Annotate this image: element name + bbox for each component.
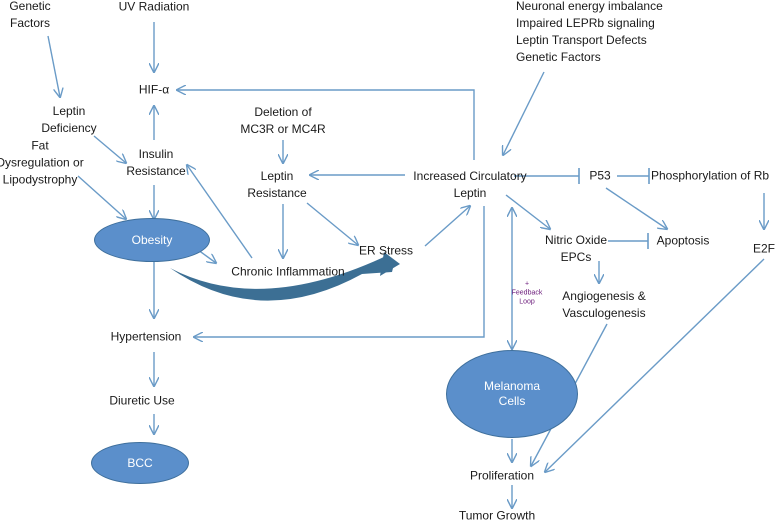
node-text: Increased Circulatory	[413, 169, 527, 183]
node-text: BCC	[127, 455, 153, 470]
node-text: Apoptosis	[656, 233, 710, 248]
node-text: Fat	[31, 138, 49, 153]
node-text: MC3R or MC4R	[240, 122, 326, 136]
node-text: UV Radiation	[118, 0, 190, 14]
node-text: HIF-α	[138, 82, 170, 97]
node-text: Nitric Oxide	[544, 233, 608, 247]
node-text: Resistance	[247, 186, 307, 200]
node-p53: P53	[589, 168, 610, 185]
curved-arrow-head	[380, 252, 400, 276]
node-text: Factors	[9, 16, 51, 30]
edge-fat-to-obesity	[77, 175, 126, 219]
note-text: Loop	[519, 298, 535, 306]
node-leptin-deficiency: Leptin Deficiency	[41, 103, 96, 137]
node-diuretic-use: Diuretic Use	[109, 393, 174, 410]
node-uv-radiation: UV Radiation	[119, 0, 190, 16]
node-text: Diuretic Use	[109, 393, 175, 408]
edge-upstream-to-leptin	[503, 71, 545, 155]
node-text: Neuronal energy imbalance	[516, 0, 663, 13]
feedback-loop-note: + Feedback Loop	[512, 280, 543, 307]
edge-leptin-to-hypertension	[194, 206, 485, 337]
node-leptin-resistance: Leptin Resistance	[247, 168, 306, 202]
node-text: Melanoma	[483, 379, 541, 393]
node-text: E2F	[752, 241, 775, 256]
node-phosphorylation-rb: Phosphorylation of Rb	[651, 168, 769, 185]
edge-leptin-to-hif	[177, 90, 475, 160]
node-nitric-oxide: Nitric Oxide EPCs	[545, 232, 607, 266]
node-text: Chronic Inflammation	[231, 264, 345, 279]
node-text: Hypertension	[110, 329, 182, 344]
node-text: Angiogenesis &	[562, 289, 646, 303]
node-text: Phosphorylation of Rb	[650, 168, 770, 183]
node-genetic-factors-left: Genetic Factors	[9, 0, 50, 32]
edge-p53-to-apoptosis	[605, 187, 667, 229]
node-hypertension: Hypertension	[111, 329, 182, 346]
node-text-group: Melanoma Cells	[484, 379, 540, 409]
node-e2f: E2F	[753, 241, 775, 258]
node-tumor-growth: Tumor Growth	[459, 508, 535, 525]
note-text: +	[524, 280, 530, 288]
edge-er-stress-to-leptin	[424, 206, 470, 247]
edge-leptin-resistance-to-er-stress	[306, 202, 358, 245]
node-text: Tumor Growth	[458, 508, 536, 523]
node-angiogenesis: Angiogenesis & Vasculogenesis	[562, 288, 645, 322]
node-hif-alpha: HIF-α	[139, 82, 169, 99]
note-text: Feedback	[511, 289, 543, 297]
node-text: Insulin	[138, 147, 174, 161]
node-text: Obesity	[131, 232, 173, 247]
edge-genetic-to-leptin-deficiency	[47, 35, 60, 97]
node-proliferation: Proliferation	[470, 468, 534, 485]
node-text: Genetic	[9, 0, 51, 13]
node-text: Cells	[498, 394, 526, 408]
node-apoptosis: Apoptosis	[657, 233, 710, 250]
node-text: ER Stress	[358, 243, 414, 258]
node-deletion-mc3r-mc4r: Deletion of MC3R or MC4R	[240, 104, 325, 138]
node-increased-circulatory-leptin: Increased Circulatory Leptin	[413, 168, 526, 202]
edge-inflammation-to-insulin	[187, 165, 253, 259]
node-text: Impaired LEPRb signaling	[516, 16, 655, 30]
node-text: Deficiency	[41, 121, 97, 135]
node-er-stress: ER Stress	[359, 243, 413, 260]
node-text: Lipodystrophy	[2, 172, 78, 187]
node-bcc: BCC	[91, 442, 189, 484]
node-text: Leptin Transport Defects	[516, 33, 647, 47]
node-obesity: Obesity	[94, 218, 210, 262]
curved-arrow-obesity-to-er-stress	[170, 256, 394, 301]
node-text: Leptin	[453, 186, 487, 200]
node-insulin-resistance: Insulin Resistance	[126, 146, 185, 180]
node-melanoma-cells: Melanoma Cells	[446, 350, 578, 438]
node-text: Vasculogenesis	[562, 306, 646, 320]
node-text: Leptin	[52, 104, 86, 118]
edge-leptin-to-nitric-oxide	[505, 194, 550, 229]
node-text: EPCs	[560, 250, 592, 264]
node-chronic-inflammation: Chronic Inflammation	[231, 264, 344, 281]
node-fat-dysregulation: Fat Dysregulation or Lipodystrophy	[0, 138, 84, 189]
node-text: Leptin	[260, 169, 294, 183]
edge-leptin-deficiency-to-insulin	[93, 135, 126, 163]
node-text: Resistance	[126, 164, 186, 178]
node-text: P53	[589, 168, 611, 183]
node-text: Proliferation	[469, 468, 535, 483]
node-text: Dysregulation or	[0, 155, 84, 170]
node-upstream-causes: Neuronal energy imbalance Impaired LEPRb…	[516, 0, 663, 66]
node-text: Deletion of	[254, 105, 312, 119]
node-text: Genetic Factors	[516, 50, 601, 64]
edge-e2f-to-proliferation	[545, 258, 765, 472]
